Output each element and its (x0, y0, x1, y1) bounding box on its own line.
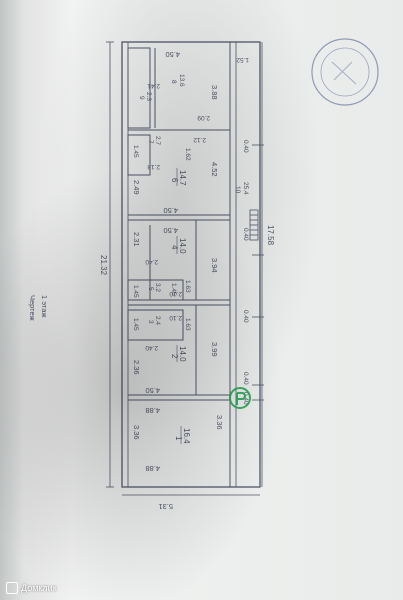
dim-2-41: 2.41 (147, 82, 160, 89)
dim-0-40-d: 0.40 (242, 372, 249, 385)
dim-4-50-b: 4.50 (163, 226, 178, 235)
dim-2-36: 2.36 (132, 360, 141, 375)
dim-3-88: 3.88 (210, 85, 219, 100)
room-number: 10 (234, 186, 241, 194)
room-4: 4 14.0 (170, 236, 187, 254)
room-number: 5 (147, 287, 154, 291)
watermark: Домклик (6, 582, 57, 594)
paper-edge (0, 0, 24, 600)
dim-0-40-c: 0.40 (242, 310, 249, 323)
room-area: 14.0 (178, 238, 187, 254)
dim-2-10-a: 2.10 (169, 290, 182, 297)
dim-2-18: 2.18 (147, 163, 160, 170)
dim-2-40-a: 2.40 (145, 258, 158, 265)
plan-title: Чертеж (28, 295, 37, 321)
room-number: 7 (147, 140, 154, 144)
dim-1-45-b: 1.45 (132, 318, 139, 331)
dim-0-40-a: 0.40 (242, 140, 249, 153)
room-area: 25.4 (242, 182, 249, 195)
dim-1-45-c: 1.45 (170, 283, 177, 296)
room-number: 2 (170, 354, 179, 359)
room-area: 2.7 (154, 136, 161, 145)
dim-4-52: 4.52 (210, 162, 219, 177)
dim-2-40-b: 2.40 (145, 344, 158, 351)
dim-2-12: 2.12 (193, 136, 206, 143)
room-area: 3.2 (154, 283, 161, 292)
stamp-seal (311, 38, 379, 106)
dim-4-88-a: 4.88 (145, 406, 160, 415)
room-number: 9 (138, 96, 145, 100)
room-9: 9 2.3 (138, 92, 152, 101)
room-number: 1 (174, 436, 183, 441)
room-8: 8 13.6 (170, 74, 185, 87)
room-1: 1 16.4 (174, 426, 191, 444)
outer-walls (121, 41, 261, 488)
dim-3-99: 3.99 (210, 342, 219, 357)
dim-1-63-b: 1.63 (184, 318, 191, 331)
dim-2-10-b: 2.10 (169, 314, 182, 321)
dim-4-88-b: 4.88 (145, 464, 160, 473)
room-area: 14.7 (178, 170, 187, 186)
dim-2-49: 2.49 (132, 180, 141, 195)
dim-2-31: 2.31 (132, 232, 141, 247)
dim-top-width: 4.50 (165, 50, 180, 59)
dim-1-62: 1.62 (184, 148, 191, 161)
dim-4-50-a: 4.50 (163, 206, 178, 215)
room-area: 2.4 (154, 316, 161, 325)
dim-1-45-a: 1.45 (132, 285, 139, 298)
room-area: 13.6 (178, 74, 185, 87)
dim-0-40-e: 0.40 (242, 392, 249, 405)
room-number: 3 (147, 320, 154, 324)
domclick-logo-icon (229, 387, 251, 409)
left-dimension-line (106, 41, 260, 496)
room-6: 6 14.7 (170, 168, 187, 186)
dim-2-09: 2.09 (197, 114, 210, 121)
domclick-watermark-icon (6, 582, 18, 594)
dim-right-length: 17.58 (266, 225, 275, 246)
room-number: 4 (170, 245, 179, 250)
right-dimension-line (249, 42, 264, 487)
floor-label: 1 этаж (40, 295, 49, 317)
watermark-text: Домклик (21, 583, 57, 593)
room-5: 5 3.2 (147, 283, 161, 292)
room-3: 3 2.4 (147, 316, 161, 325)
room-7: 7 2.7 (147, 136, 161, 145)
room-number: 6 (170, 178, 179, 183)
room-area: 2.3 (145, 92, 152, 101)
dim-3-36-b: 3.36 (215, 415, 224, 430)
room-2: 2 14.0 (170, 345, 187, 362)
dim-1-45-d: 1.45 (132, 145, 139, 158)
dim-3-94: 3.94 (210, 258, 219, 273)
dim-4-50-c: 4.50 (145, 386, 160, 395)
dim-bottom-width: 5.31 (158, 502, 173, 511)
room-10: 10 25.4 (234, 182, 249, 195)
dim-3-36-a: 3.36 (132, 425, 141, 440)
dim-1-63-a: 1.63 (184, 280, 191, 293)
dim-0-40-b: 0.40 (242, 228, 249, 241)
dim-total-length: 21.32 (99, 255, 108, 276)
dim-top-right-small: 1.52 (236, 56, 249, 63)
interior-walls (127, 47, 230, 401)
room-number: 8 (170, 80, 177, 84)
room-area: 14.0 (178, 346, 187, 362)
room-area: 16.4 (182, 428, 191, 444)
